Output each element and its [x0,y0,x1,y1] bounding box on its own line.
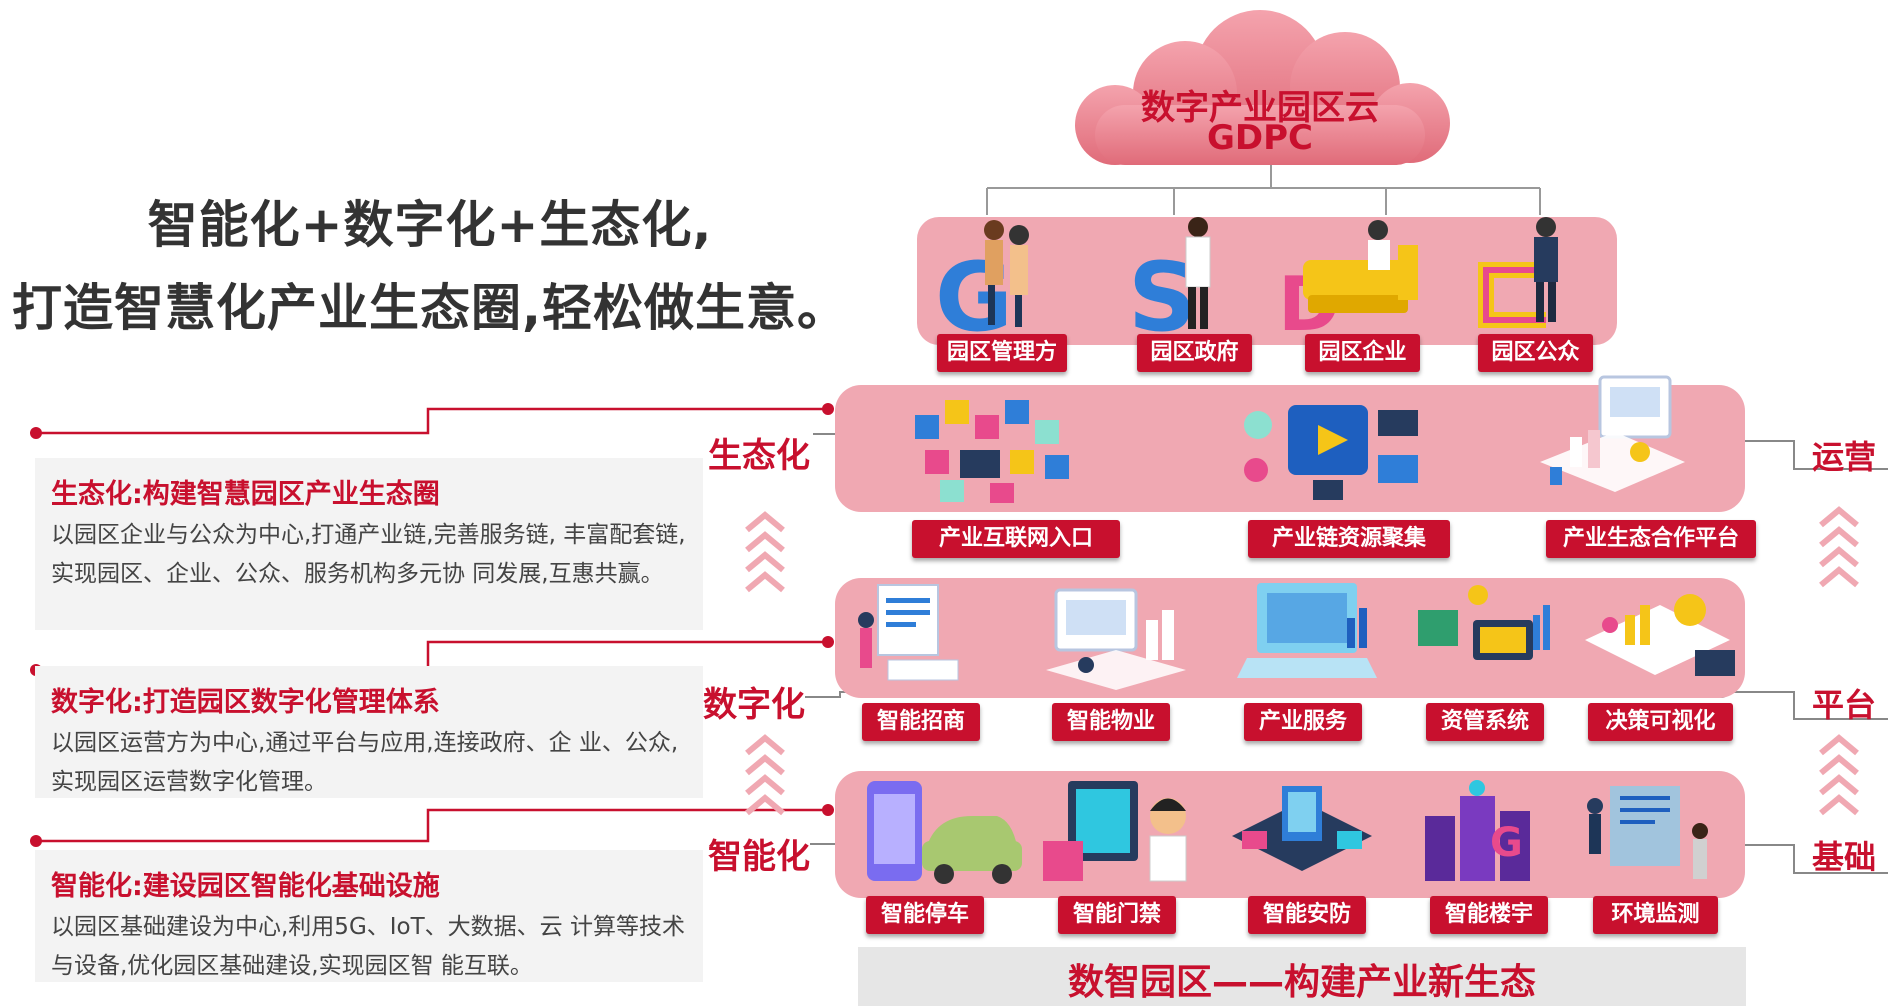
digital-item-decision-visualization: 决策可视化 [1588,703,1733,741]
ecology-item-industrial-internet: 产业互联网入口 [912,520,1120,558]
digital-item-industry-service: 产业服务 [1244,703,1362,741]
side-label-platform: 平台 [1812,686,1877,724]
digital-card-title: 数字化:打造园区数字化管理体系 [51,687,440,718]
up-chevrons-right-2 [1819,734,1859,816]
ecology-card-body: 以园区企业与公众为中心,打通产业链,完善服务链, 丰富配套链,实现园区、企业、公… [51,522,686,587]
cloud-title: 数字产业园区云 [1141,88,1379,128]
up-chevrons-left-1 [745,511,785,593]
role-label-manager: 园区管理方 [937,334,1067,372]
svg-text:G: G [1490,820,1523,866]
intelligent-item-smart-access: 智能门禁 [1058,896,1176,934]
ecology-item-ecosystem-platform: 产业生态合作平台 [1546,520,1756,558]
layer-label-intelligent: 智能化 [708,837,810,877]
connector-dot [822,804,834,816]
headline-line-2: 打造智慧化产业生态圈,轻松做生意。 [12,279,848,337]
digital-item-smart-investment: 智能招商 [862,703,980,741]
smart-building-icon: G [1425,780,1530,881]
digital-item-smart-property: 智能物业 [1052,703,1170,741]
role-label-public: 园区公众 [1478,334,1593,372]
S-logo-icon: S [1128,217,1211,335]
connector-dot [30,427,42,439]
connector-dot [822,403,834,415]
up-chevrons-right-1 [1819,506,1859,588]
ecology-card: 生态化:构建智慧园区产业生态圈 以园区企业与公众为中心,打通产业链,完善服务链,… [35,458,703,630]
footer-slogan: 数智园区——构建产业新生态 [1067,962,1536,1003]
smart-parking-icon [867,781,1022,884]
svg-text:S: S [1128,243,1196,335]
D-logo-icon: D [1278,220,1418,335]
layer-label-digital: 数字化 [703,685,805,725]
resource-aggregation-icon [1244,405,1418,500]
intelligent-item-environment-monitoring: 环境监测 [1593,896,1718,934]
role-label-enterprise: 园区企业 [1305,334,1420,372]
role-label-government: 园区政府 [1137,334,1252,372]
intelligent-item-smart-security: 智能安防 [1248,896,1366,934]
connector-dot [822,636,834,648]
layer-label-ecology: 生态化 [708,436,810,476]
digital-card: 数字化:打造园区数字化管理体系 以园区运营方为中心,通过平台与应用,连接政府、企… [35,666,703,798]
side-label-operation: 运营 [1812,438,1877,476]
intelligent-card-title: 智能化:建设园区智能化基础设施 [51,871,440,902]
footer-bar: 数智园区——构建产业新生态 [858,947,1746,1006]
G-logo-icon: G [935,220,1029,335]
ecology-item-resource-aggregation: 产业链资源聚集 [1248,520,1450,558]
intelligent-item-smart-parking: 智能停车 [866,896,984,934]
ecology-card-title: 生态化:构建智慧园区产业生态圈 [51,479,440,510]
decision-visual-icon [1585,594,1735,676]
headline-line-1: 智能化+数字化+生态化, [147,196,713,254]
ecosystem-platform-icon [1540,375,1685,492]
smart-access-icon [1043,781,1187,882]
industrial-internet-icon [915,400,1069,503]
smart-investment-icon [858,584,959,681]
smart-property-icon [1046,588,1186,690]
C-logo-icon [1478,217,1558,328]
intelligent-item-smart-building: 智能楼宇 [1430,896,1548,934]
side-label-foundation: 基础 [1812,838,1877,876]
industry-service-icon [1237,583,1377,678]
cloud-subtitle: GDPC [1206,118,1313,158]
intelligent-card: 智能化:建设园区智能化基础设施 以园区基础建设为中心,利用5G、IoT、大数据、… [35,850,703,982]
cloud-shape [1075,10,1450,165]
asset-management-icon [1418,585,1550,660]
environment-monitoring-icon [1587,786,1708,879]
smart-security-icon [1232,786,1372,871]
digital-card-body: 以园区运营方为中心,通过平台与应用,连接政府、企 业、公众,实现园区运营数字化管… [51,730,679,795]
intelligent-card-body: 以园区基础建设为中心,利用5G、IoT、大数据、云 计算等技术与设备,优化园区基… [51,914,685,979]
connector-dot [30,835,42,847]
up-chevrons-left-2 [745,734,785,816]
digital-item-asset-management: 资管系统 [1426,703,1544,741]
